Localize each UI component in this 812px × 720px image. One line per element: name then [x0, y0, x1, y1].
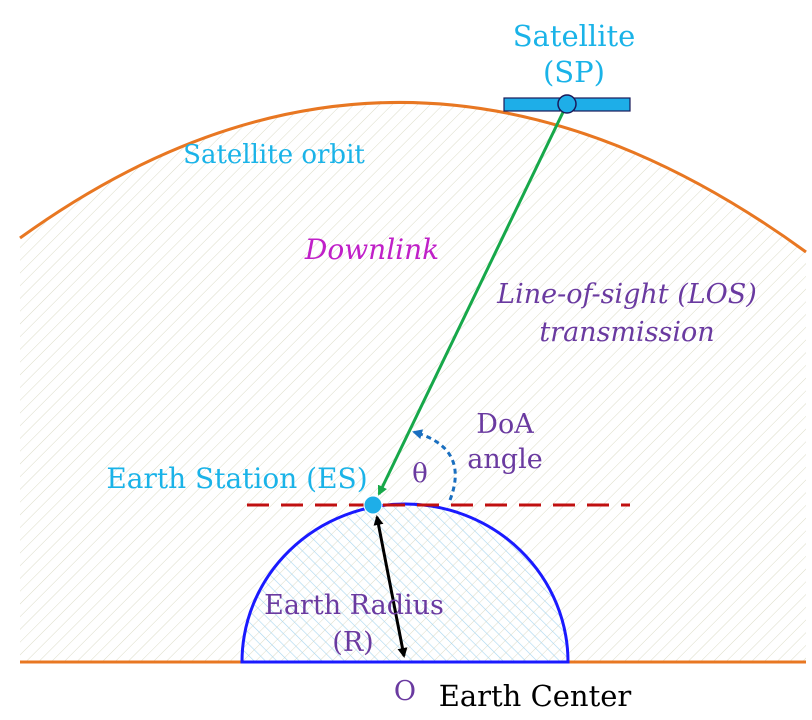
earth-center-label: Earth Center — [439, 679, 632, 713]
earth-station-label: Earth Station (ES) — [106, 462, 367, 495]
earth-radius-label-line2: (R) — [332, 627, 373, 658]
satellite-icon — [503, 94, 631, 114]
satellite-label-line2: (SP) — [543, 55, 605, 89]
los-downlink-arrow — [377, 105, 568, 496]
los-label-line1: Line-of-sight (LOS) — [496, 279, 757, 310]
doa-angle-arc — [412, 429, 457, 501]
earth-radius-arrow — [373, 515, 408, 658]
los-label-line2: transmission — [539, 317, 714, 348]
satellite-panel-right — [573, 97, 631, 112]
satellite-panel-left — [503, 97, 561, 112]
satellite-orbit-arc — [19, 100, 807, 254]
origin-label: O — [394, 676, 416, 707]
earth-station-dot — [363, 495, 383, 515]
theta-label: θ — [412, 459, 428, 489]
satellite-body — [557, 94, 577, 114]
earth-radius-label-line1: Earth Radius — [264, 590, 444, 621]
doa-label-line1: DoA — [476, 409, 534, 440]
downlink-label: Downlink — [304, 233, 439, 266]
orbit-label: Satellite orbit — [183, 140, 365, 170]
satellite-label-line1: Satellite — [513, 19, 636, 53]
orbit-region — [20, 102, 806, 662]
doa-label-line2: angle — [467, 444, 542, 475]
